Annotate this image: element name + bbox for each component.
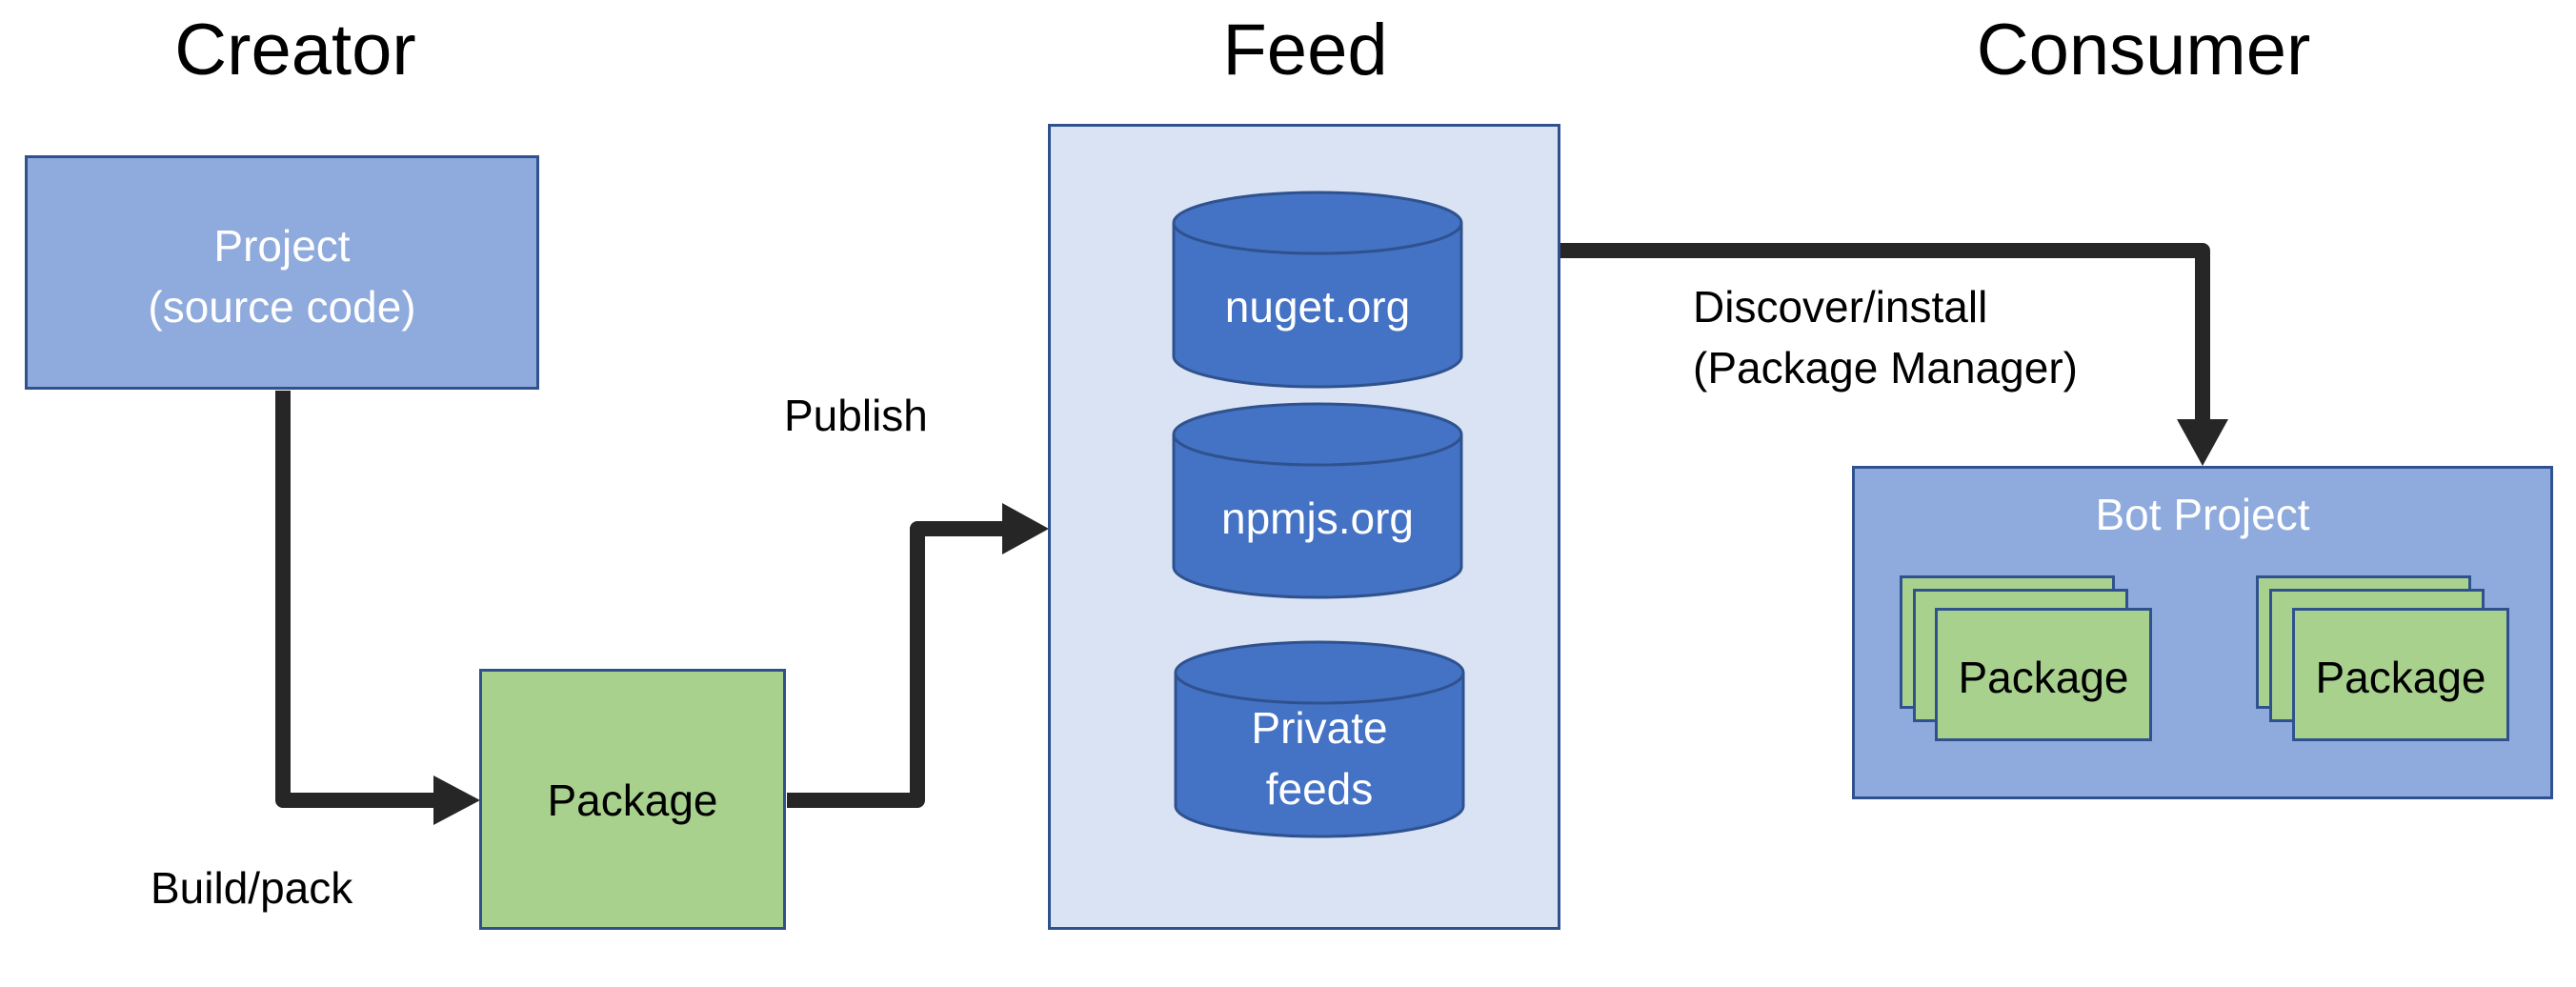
database-nuget	[1172, 191, 1463, 389]
publish-arrow	[787, 521, 1010, 808]
heading-creator: Creator	[174, 10, 416, 91]
database-private-label-line1: Private	[1251, 703, 1388, 753]
database-private-label-line2: feeds	[1265, 764, 1374, 814]
database-nuget-label: nuget.org	[1224, 282, 1411, 332]
package-stack-a-front: Package	[1935, 608, 2152, 741]
package-stack-b-front: Package	[2292, 608, 2509, 741]
build-pack-label: Build/pack	[151, 863, 353, 913]
discover-arrow	[1559, 243, 2210, 429]
package-box: Package	[479, 669, 786, 930]
project-title: Project	[213, 221, 351, 271]
package-a-label: Package	[1958, 653, 2129, 702]
bot-project-title: Bot Project	[2095, 490, 2310, 539]
package-manager-label: (Package Manager)	[1693, 343, 2078, 393]
heading-feed: Feed	[1222, 10, 1388, 91]
project-subtitle: (source code)	[148, 282, 416, 332]
publish-arrowhead	[1002, 503, 1049, 554]
discover-arrowhead	[2177, 419, 2228, 466]
database-private-feeds	[1174, 640, 1465, 838]
publish-label: Publish	[784, 391, 928, 440]
project-box: Project (source code)	[25, 155, 539, 390]
heading-consumer: Consumer	[1976, 10, 2311, 91]
build-arrowhead	[433, 776, 480, 825]
package-label: Package	[547, 776, 718, 825]
database-npmjs-label: npmjs.org	[1221, 494, 1414, 543]
database-npmjs	[1172, 402, 1463, 599]
discover-install-label: Discover/install	[1693, 282, 1988, 332]
build-arrow	[275, 391, 438, 808]
package-b-label: Package	[2315, 653, 2486, 702]
